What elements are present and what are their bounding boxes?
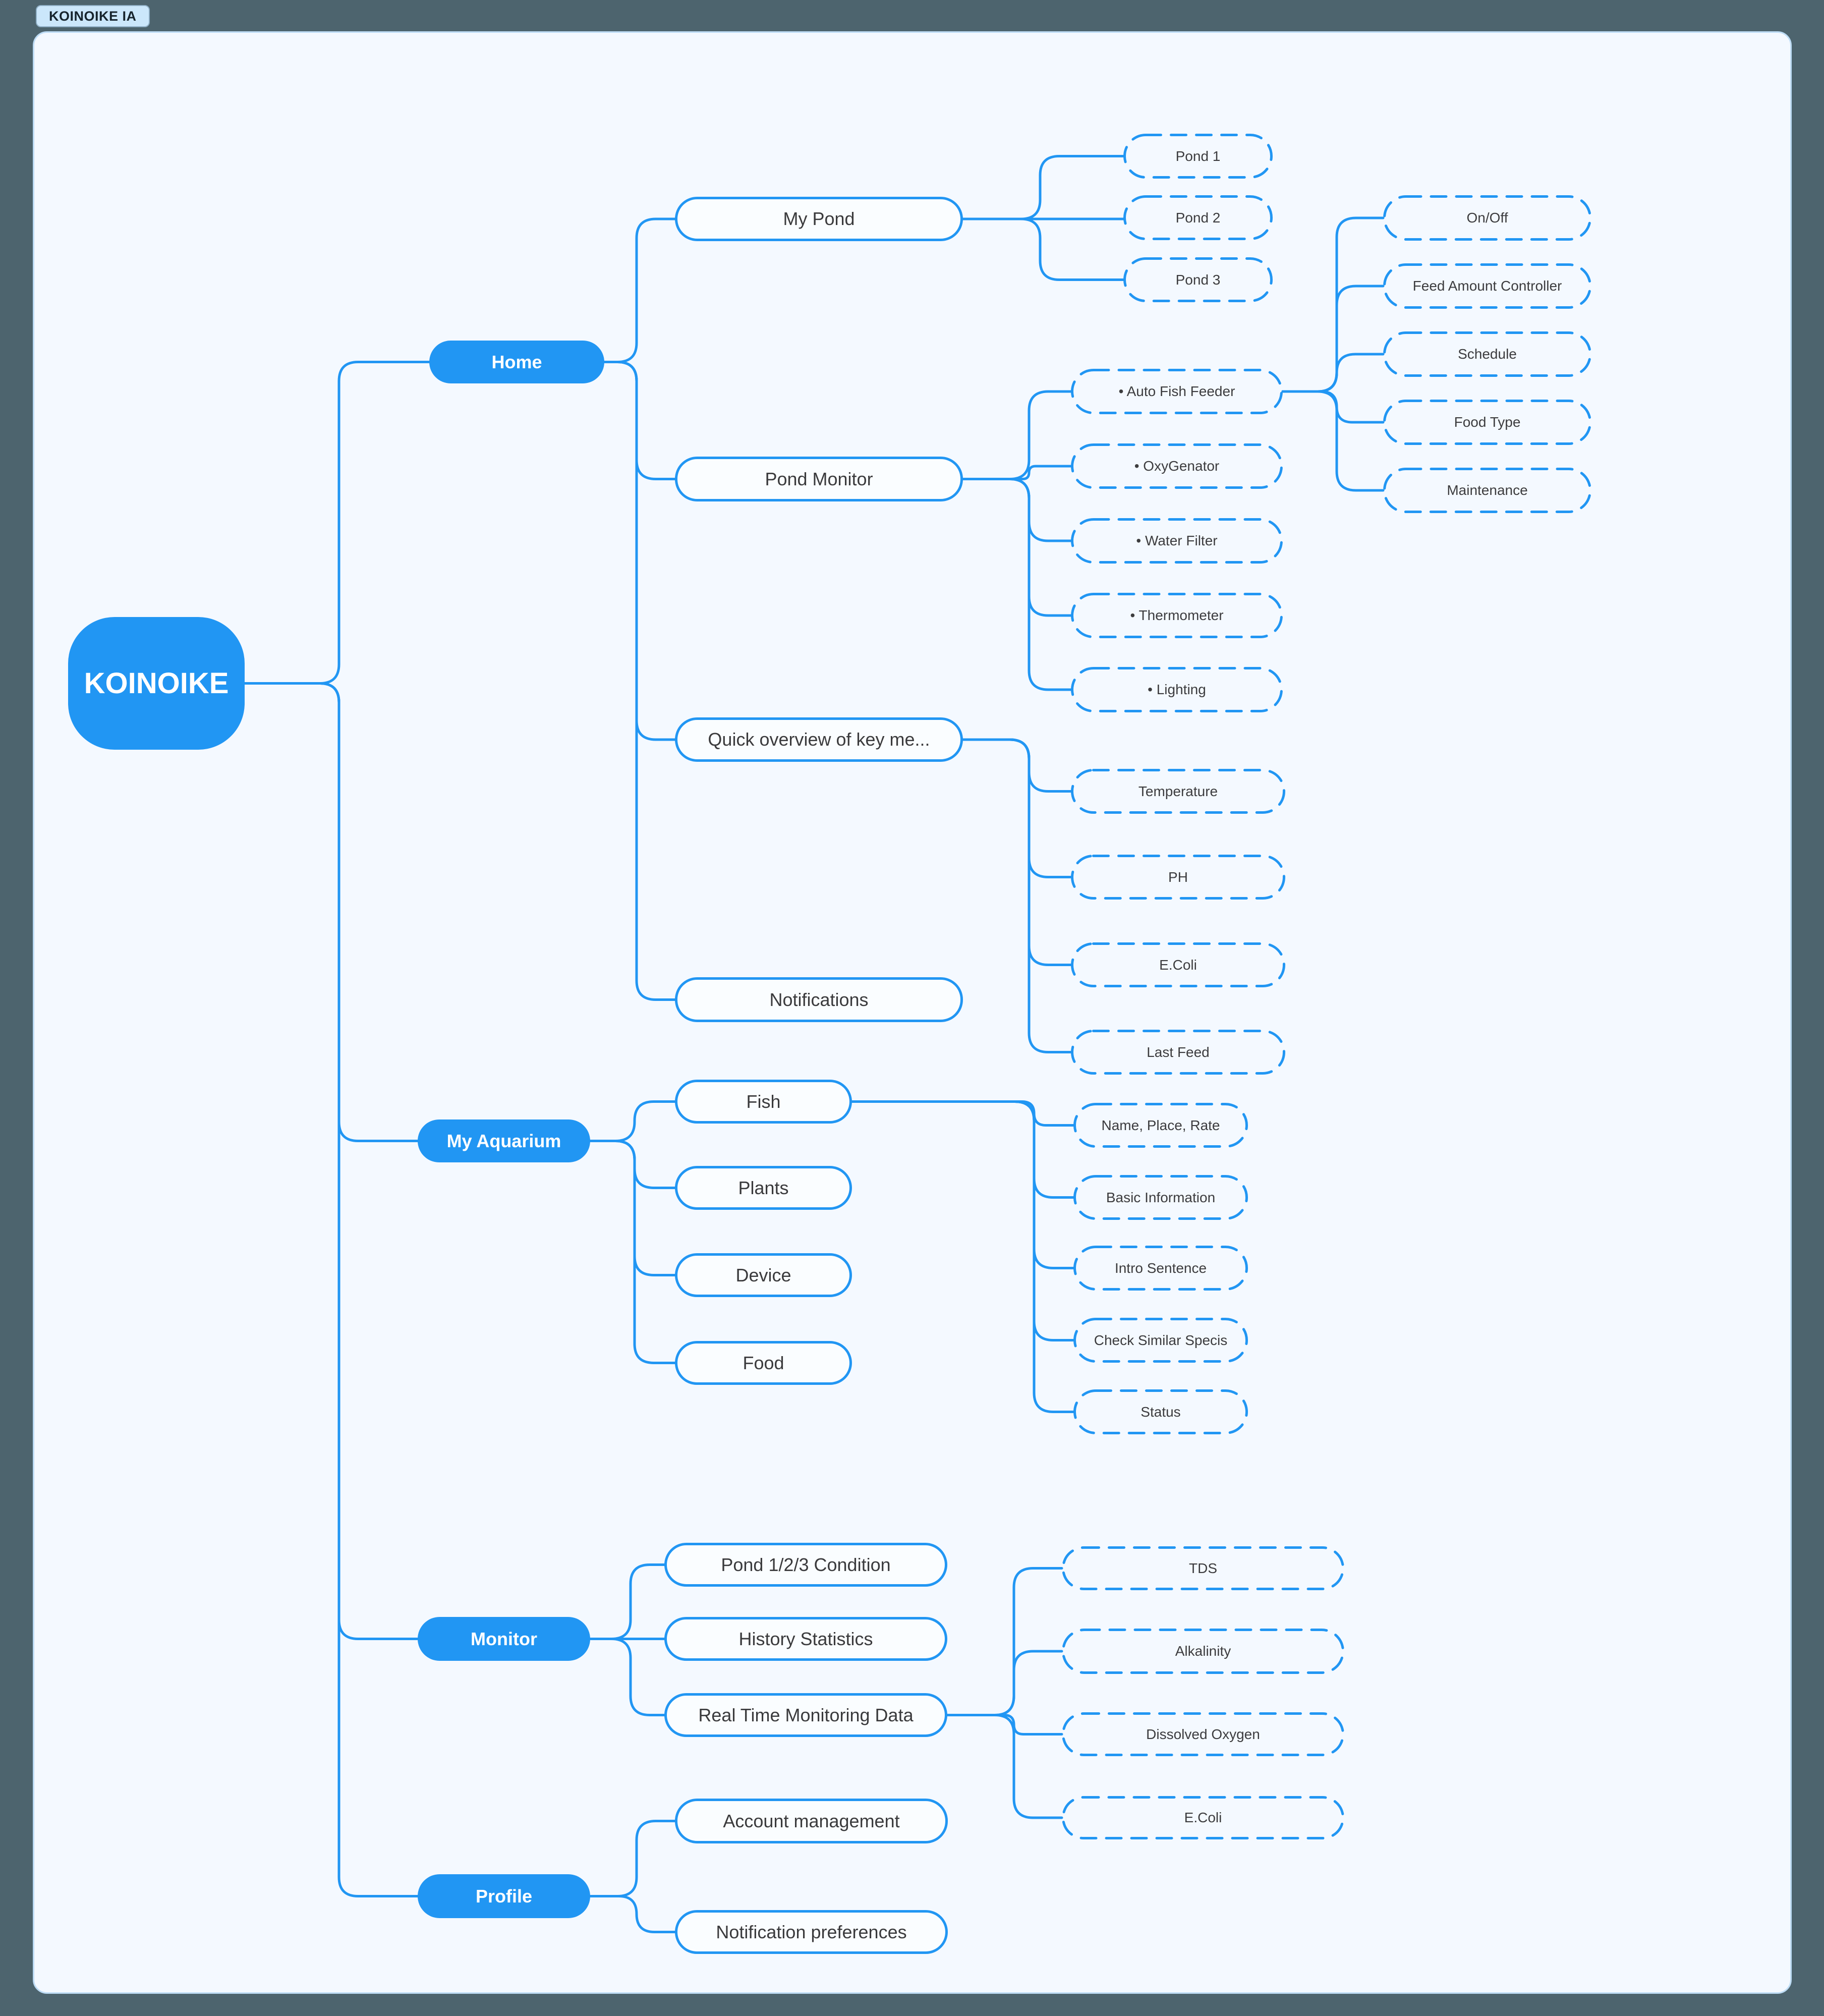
node-oxygenator[interactable]: • OxyGenator <box>1071 443 1283 489</box>
node-label: Intro Sentence <box>1114 1260 1207 1276</box>
node-label: Feed Amount Controller <box>1412 278 1562 294</box>
node-alkalinity[interactable]: Alkalinity <box>1062 1629 1344 1674</box>
node-temperature[interactable]: Temperature <box>1071 769 1285 814</box>
node-label: • Lighting <box>1148 682 1206 697</box>
node-e-coli[interactable]: E.Coli <box>1071 942 1285 987</box>
node-tds[interactable]: TDS <box>1062 1546 1344 1590</box>
node-label: Food <box>743 1352 784 1373</box>
node-label: Profile <box>475 1885 533 1907</box>
node-my-pond[interactable]: My Pond <box>675 197 963 241</box>
node-maintenance[interactable]: Maintenance <box>1383 468 1591 513</box>
node-label: E.Coli <box>1184 1810 1222 1825</box>
node-e-coli-realtime[interactable]: E.Coli <box>1062 1796 1344 1839</box>
node-label: Device <box>735 1264 791 1285</box>
node-root-koinoike[interactable]: KOINOIKE <box>68 617 245 750</box>
node-label: E.Coli <box>1159 957 1197 973</box>
node-label: KOINOIKE <box>84 667 229 700</box>
node-lighting[interactable]: • Lighting <box>1071 667 1283 712</box>
node-real-time-monitoring-data[interactable]: Real Time Monitoring Data <box>664 1693 947 1737</box>
node-monitor[interactable]: Monitor <box>418 1617 590 1661</box>
node-check-similar-specis[interactable]: Check Similar Specis <box>1073 1318 1248 1363</box>
node-thermometer[interactable]: • Thermometer <box>1071 593 1283 638</box>
node-status[interactable]: Status <box>1073 1389 1248 1434</box>
node-account-management[interactable]: Account management <box>675 1799 948 1843</box>
node-intro-sentence[interactable]: Intro Sentence <box>1073 1246 1248 1291</box>
node-on-off[interactable]: On/Off <box>1383 195 1591 241</box>
node-basic-information[interactable]: Basic Information <box>1073 1175 1248 1220</box>
node-label: Monitor <box>471 1628 537 1649</box>
node-label: Alkalinity <box>1175 1643 1231 1659</box>
node-label: Pond 3 <box>1175 271 1221 288</box>
node-label: Name, Place, Rate <box>1101 1117 1220 1133</box>
node-label: Quick overview of key me... <box>708 729 930 750</box>
node-label: Dissolved Oxygen <box>1146 1726 1260 1742</box>
node-label: Status <box>1141 1404 1181 1420</box>
node-feed-amount-controller[interactable]: Feed Amount Controller <box>1383 263 1591 309</box>
node-label: Food Type <box>1454 414 1521 430</box>
node-label: TDS <box>1189 1560 1217 1576</box>
node-device[interactable]: Device <box>675 1253 852 1297</box>
node-label: Notifications <box>769 989 869 1010</box>
node-label: • Thermometer <box>1130 607 1224 623</box>
node-auto-fish-feeder[interactable]: • Auto Fish Feeder <box>1071 369 1283 414</box>
node-label: Fish <box>746 1091 781 1112</box>
node-label: • Water Filter <box>1136 533 1218 548</box>
node-label: Plants <box>738 1177 789 1198</box>
node-label: Schedule <box>1458 346 1517 362</box>
node-notifications[interactable]: Notifications <box>675 977 963 1022</box>
node-label: Account management <box>723 1810 900 1831</box>
node-label: Check Similar Specis <box>1094 1332 1228 1348</box>
artboard-tab[interactable]: KOINOIKE IA <box>36 5 150 27</box>
node-label: History Statistics <box>738 1628 873 1649</box>
node-label: Last Feed <box>1147 1044 1210 1060</box>
node-label: • Auto Fish Feeder <box>1118 383 1235 399</box>
node-label: PH <box>1168 869 1188 885</box>
node-name-place-rate[interactable]: Name, Place, Rate <box>1073 1103 1248 1148</box>
node-pond-1[interactable]: Pond 1 <box>1123 134 1273 179</box>
node-dissolved-oxygen[interactable]: Dissolved Oxygen <box>1062 1712 1344 1756</box>
node-ph[interactable]: PH <box>1071 855 1285 900</box>
node-my-aquarium[interactable]: My Aquarium <box>418 1119 590 1162</box>
node-pond-3[interactable]: Pond 3 <box>1123 257 1273 302</box>
node-pond-123-condition[interactable]: Pond 1/2/3 Condition <box>664 1543 947 1587</box>
node-label: Pond 1 <box>1175 148 1221 164</box>
node-label: Real Time Monitoring Data <box>698 1704 914 1725</box>
node-pond-2[interactable]: Pond 2 <box>1123 195 1273 240</box>
node-label: Pond Monitor <box>765 468 873 489</box>
node-label: Home <box>491 351 542 372</box>
node-label: Pond 1/2/3 Condition <box>721 1554 891 1575</box>
artboard-tab-label: KOINOIKE IA <box>49 8 137 24</box>
node-quick-overview[interactable]: Quick overview of key me... <box>675 717 963 762</box>
node-last-feed[interactable]: Last Feed <box>1071 1030 1285 1075</box>
node-label: Temperature <box>1138 783 1218 799</box>
node-label: • OxyGenator <box>1134 458 1220 474</box>
node-food-type[interactable]: Food Type <box>1383 400 1591 445</box>
node-label: On/Off <box>1466 210 1508 226</box>
node-label: Notification preferences <box>716 1921 907 1942</box>
node-fish[interactable]: Fish <box>675 1080 852 1124</box>
node-food[interactable]: Food <box>675 1341 852 1385</box>
node-schedule[interactable]: Schedule <box>1383 331 1591 377</box>
node-history-statistics[interactable]: History Statistics <box>664 1617 947 1661</box>
node-label: My Aquarium <box>446 1130 561 1151</box>
node-profile[interactable]: Profile <box>418 1874 590 1918</box>
node-label: My Pond <box>783 208 855 229</box>
node-label: Basic Information <box>1106 1189 1216 1205</box>
node-plants[interactable]: Plants <box>675 1166 852 1210</box>
node-label: Maintenance <box>1447 482 1528 498</box>
node-label: Pond 2 <box>1175 209 1221 226</box>
node-water-filter[interactable]: • Water Filter <box>1071 518 1283 564</box>
node-pond-monitor[interactable]: Pond Monitor <box>675 457 963 501</box>
node-home[interactable]: Home <box>429 341 604 383</box>
node-notification-preferences[interactable]: Notification preferences <box>675 1910 948 1954</box>
